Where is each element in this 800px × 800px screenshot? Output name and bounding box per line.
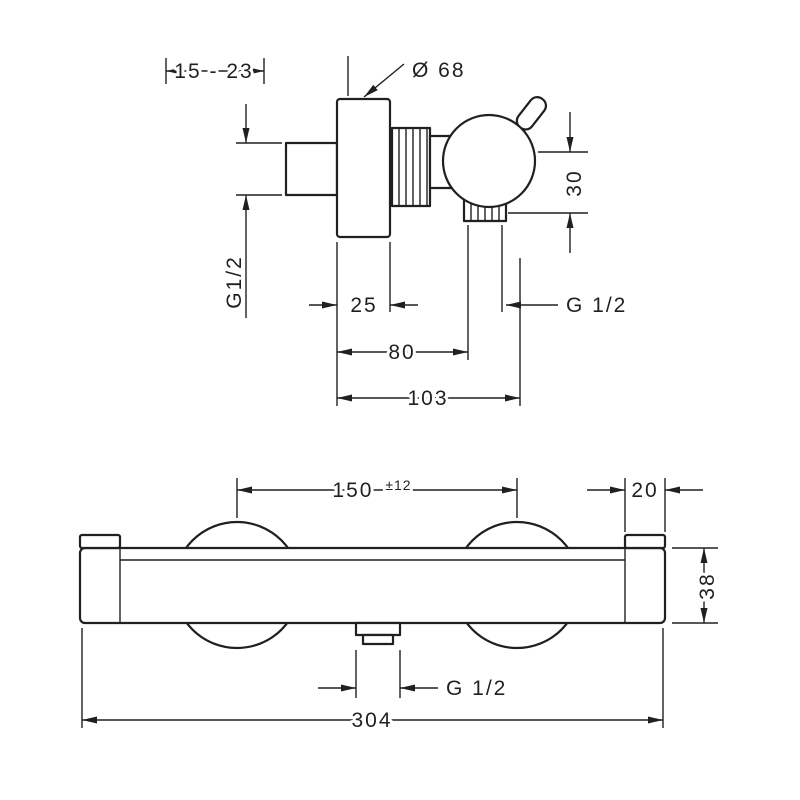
dim-escutcheon-depth-label: 25 xyxy=(350,294,377,317)
dim-outlet-distance: 80 xyxy=(337,338,468,367)
top-view-dimensions: 15 - 23 Ø 68 G1/2 30 xyxy=(165,56,628,413)
dim-center-distance-label: 150 ±12 xyxy=(332,477,411,502)
dim-thread-left-label: G1/2 xyxy=(223,255,246,309)
dim-diameter-label: Ø 68 xyxy=(412,59,466,82)
thread-ribs xyxy=(390,126,432,208)
dim-outlet-thread-label: G 1/2 xyxy=(446,677,507,700)
dim-outlet-distance-label: 80 xyxy=(388,341,415,364)
valve-body xyxy=(441,113,537,209)
dim-center-distance: 150 ±12 xyxy=(236,474,518,518)
outlet-stub xyxy=(354,621,402,646)
dim-depth-range-label: 15 - 23 xyxy=(174,60,253,83)
dim-total-width: 304 xyxy=(81,628,664,735)
handle-grip-right xyxy=(623,533,667,550)
dim-body-height: 38 xyxy=(672,547,722,624)
pipe-stub xyxy=(284,141,339,197)
dim-total-depth-label: 103 xyxy=(407,387,448,410)
dim-outlet-offset-label: 30 xyxy=(563,169,586,196)
dim-outlet-offset: 30 xyxy=(508,112,589,253)
mixer-bar xyxy=(78,546,667,625)
handle-grip-left xyxy=(78,533,122,550)
front-view-dimensions: 150 ±12 20 38 xyxy=(81,474,722,735)
dim-depth-range: 15 - 23 xyxy=(165,57,265,86)
dim-thread-right: G 1/2 xyxy=(506,291,628,320)
dim-diameter: Ø 68 xyxy=(347,56,467,98)
dim-thread-left: G1/2 xyxy=(220,104,282,318)
dim-thread-right-label: G 1/2 xyxy=(566,294,627,317)
top-view: 15 - 23 Ø 68 G1/2 30 xyxy=(165,56,628,413)
valve-shapes xyxy=(284,96,548,239)
dim-total-depth: 103 xyxy=(337,384,520,413)
mixer-shapes xyxy=(78,520,667,650)
dim-escutcheon-depth: 25 xyxy=(309,291,418,320)
wall-escutcheon xyxy=(335,97,392,239)
front-view: 150 ±12 20 38 xyxy=(78,474,722,735)
dim-body-height-label: 38 xyxy=(696,572,719,599)
dim-end-width-label: 20 xyxy=(631,479,658,502)
dim-outlet-thread: G 1/2 xyxy=(318,650,508,703)
dim-end-width: 20 xyxy=(587,476,703,532)
dim-total-width-label: 304 xyxy=(351,709,392,732)
